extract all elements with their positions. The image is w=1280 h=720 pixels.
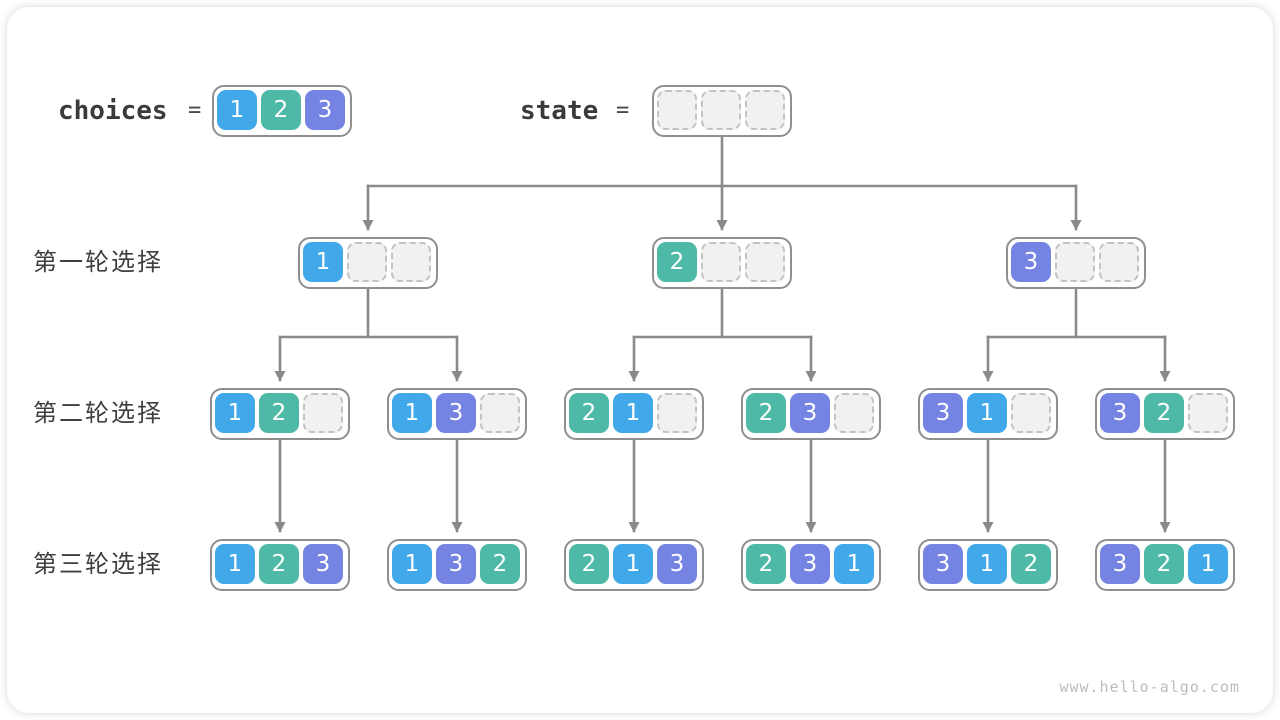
- state-cell-empty: [391, 242, 431, 282]
- state-cell-empty: [1099, 242, 1139, 282]
- state-cell-1: 1: [215, 393, 255, 433]
- row-label-round-3: 第三轮选择: [33, 551, 163, 578]
- watermark: www.hello-algo.com: [1059, 678, 1240, 696]
- state-cell-2: 2: [259, 544, 299, 584]
- state-cell-empty: [1188, 393, 1228, 433]
- state-cell-3: 3: [923, 544, 963, 584]
- state-cell-3: 3: [1100, 544, 1140, 584]
- state-cell-2: 2: [1144, 544, 1184, 584]
- state-cell-1: 1: [217, 90, 257, 130]
- row-label-round-2: 第二轮选择: [33, 400, 163, 427]
- state-cell-1: 1: [392, 393, 432, 433]
- state-cell-empty: [701, 242, 741, 282]
- state-equals: =: [616, 98, 630, 123]
- state-cell-2: 2: [259, 393, 299, 433]
- state-cell-2: 2: [1144, 393, 1184, 433]
- state-node-r1-1: 1: [298, 237, 438, 289]
- state-cell-1: 1: [1188, 544, 1228, 584]
- state-array: [652, 85, 792, 137]
- state-cell-empty: [745, 242, 785, 282]
- state-cell-2: 2: [657, 242, 697, 282]
- state-cell-1: 1: [834, 544, 874, 584]
- state-label: state: [520, 96, 599, 126]
- state-cell-empty: [1055, 242, 1095, 282]
- state-cell-3: 3: [305, 90, 345, 130]
- state-node-r1-3: 3: [1006, 237, 1146, 289]
- state-cell-3: 3: [436, 393, 476, 433]
- state-cell-1: 1: [392, 544, 432, 584]
- state-cell-empty: [745, 90, 785, 130]
- state-cell-empty: [657, 393, 697, 433]
- state-cell-3: 3: [923, 393, 963, 433]
- row-label-round-1: 第一轮选择: [33, 249, 163, 276]
- state-cell-3: 3: [657, 544, 697, 584]
- state-cell-3: 3: [1011, 242, 1051, 282]
- state-cell-empty: [480, 393, 520, 433]
- state-cell-empty: [834, 393, 874, 433]
- state-cell-empty: [347, 242, 387, 282]
- state-cell-3: 3: [1100, 393, 1140, 433]
- state-cell-empty: [1011, 393, 1051, 433]
- state-cell-1: 1: [967, 544, 1007, 584]
- state-cell-3: 3: [303, 544, 343, 584]
- state-cell-2: 2: [746, 544, 786, 584]
- choices-label: choices: [58, 96, 168, 126]
- state-cell-1: 1: [613, 393, 653, 433]
- state-cell-2: 2: [261, 90, 301, 130]
- state-cell-3: 3: [436, 544, 476, 584]
- state-cell-empty: [657, 90, 697, 130]
- state-cell-empty: [303, 393, 343, 433]
- state-cell-2: 2: [480, 544, 520, 584]
- state-cell-3: 3: [790, 393, 830, 433]
- state-cell-1: 1: [613, 544, 653, 584]
- state-node-r1-2: 2: [652, 237, 792, 289]
- choices-equals: =: [188, 98, 202, 123]
- state-cell-empty: [701, 90, 741, 130]
- state-cell-1: 1: [967, 393, 1007, 433]
- state-cell-2: 2: [569, 393, 609, 433]
- state-cell-1: 1: [303, 242, 343, 282]
- state-cell-3: 3: [790, 544, 830, 584]
- state-cell-2: 2: [746, 393, 786, 433]
- state-cell-2: 2: [1011, 544, 1051, 584]
- state-cell-2: 2: [569, 544, 609, 584]
- state-cell-1: 1: [215, 544, 255, 584]
